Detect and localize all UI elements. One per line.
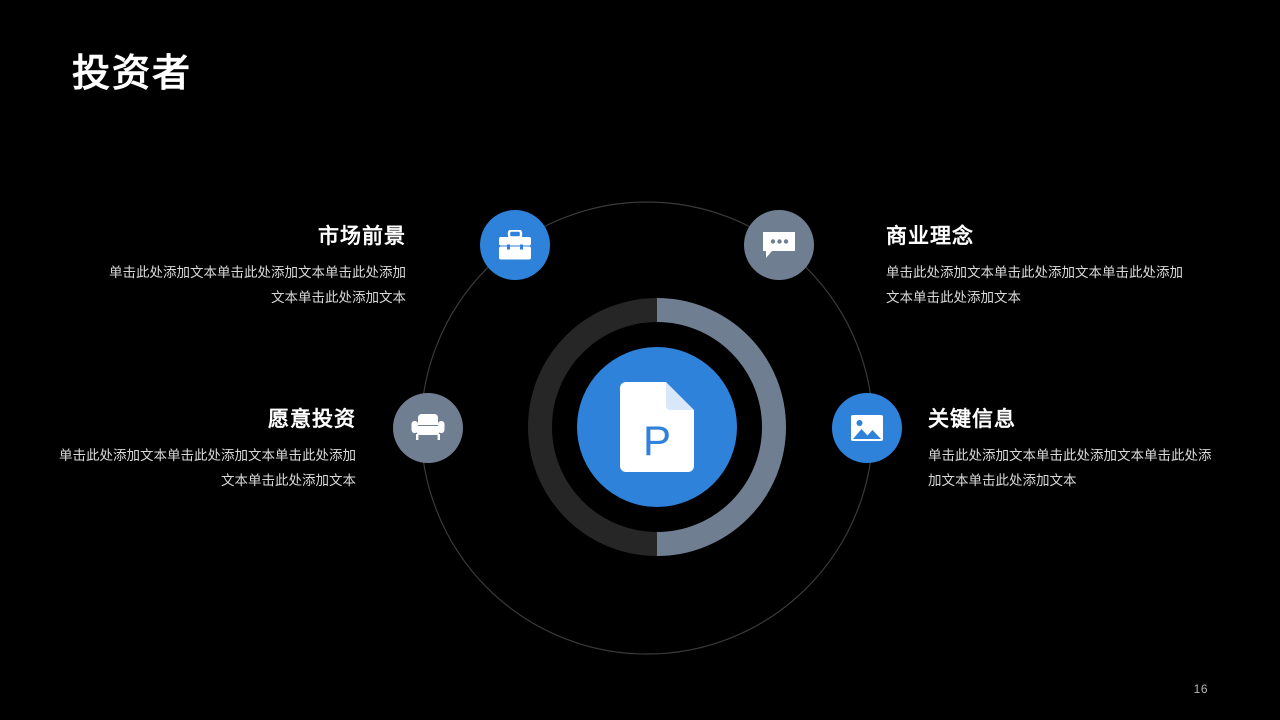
text-block-willing-to-invest: 愿意投资 单击此处添加文本单击此处添加文本单击此处添加文本单击此处添加文本	[50, 407, 356, 494]
hub-center[interactable]: P	[528, 298, 786, 556]
node-key-information[interactable]	[832, 393, 902, 463]
block-heading: 愿意投资	[268, 408, 356, 431]
node-business-philosophy[interactable]	[744, 210, 814, 280]
block-body: 单击此处添加文本单击此处添加文本单击此处添加文本单击此处添加文本	[928, 448, 1212, 490]
block-heading: 商业理念	[886, 225, 974, 248]
text-block-business-philosophy: 商业理念 单击此处添加文本单击此处添加文本单击此处添加文本单击此处添加文本	[886, 224, 1192, 311]
text-block-market-prospects: 市场前景 单击此处添加文本单击此处添加文本单击此处添加文本单击此处添加文本	[100, 224, 406, 311]
svg-text:P: P	[643, 417, 671, 464]
block-body: 单击此处添加文本单击此处添加文本单击此处添加文本单击此处添加文本	[886, 265, 1183, 307]
page-number: 16	[1193, 682, 1208, 696]
armchair-icon	[411, 413, 445, 440]
page-title: 投资者	[72, 53, 193, 95]
hub-core-circle[interactable]: P	[577, 347, 737, 507]
powerpoint-document-icon: P	[620, 382, 694, 472]
node-willing-to-invest[interactable]	[393, 393, 463, 463]
briefcase-icon	[499, 230, 531, 260]
chat-bubble-icon	[763, 232, 795, 258]
block-body: 单击此处添加文本单击此处添加文本单击此处添加文本单击此处添加文本	[109, 265, 406, 307]
node-market-prospects[interactable]	[480, 210, 550, 280]
block-heading: 关键信息	[928, 408, 1016, 431]
block-body: 单击此处添加文本单击此处添加文本单击此处添加文本单击此处添加文本	[59, 448, 356, 490]
hub-progress-ring	[528, 298, 786, 556]
image-icon	[851, 415, 883, 441]
block-heading: 市场前景	[318, 225, 406, 248]
text-block-key-information: 关键信息 单击此处添加文本单击此处添加文本单击此处添加文本单击此处添加文本	[928, 407, 1218, 494]
